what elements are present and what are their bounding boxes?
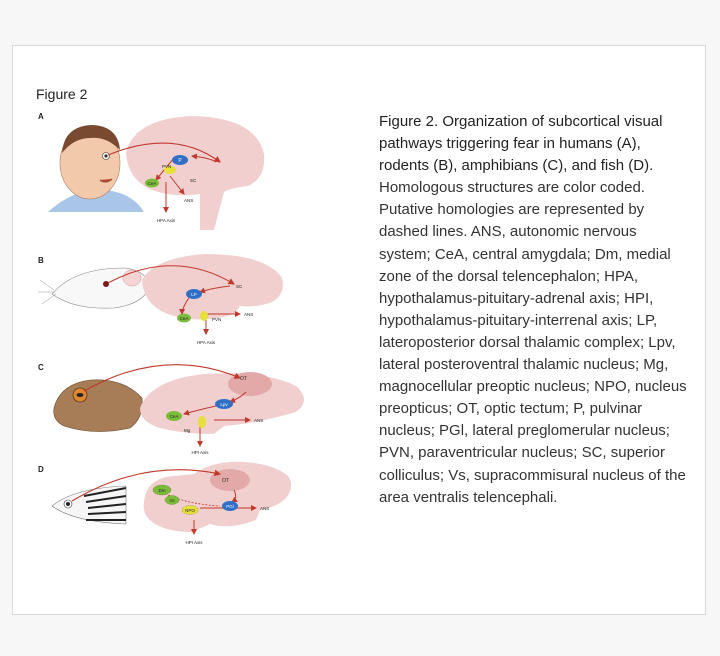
axis-label: HPA Axis [197, 340, 216, 345]
panel-letter: B [38, 256, 44, 265]
lp-nucleus [186, 289, 202, 299]
lp-label: LP [191, 292, 197, 297]
pvn-nucleus [164, 166, 176, 174]
human-brain [126, 116, 265, 230]
ot-to-lpv-path [229, 391, 247, 403]
ans-label: ANS [260, 506, 269, 511]
retina-to-sc-path [107, 142, 221, 163]
lpv-nucleus [215, 399, 233, 409]
cea-nucleus [145, 178, 159, 188]
dm-label: Dm [159, 488, 166, 493]
panel-letter: A [38, 112, 44, 121]
ot-label: OT [240, 376, 247, 382]
caption-body: Homologous structures are color coded. P… [379, 179, 687, 506]
mg-nucleus [198, 416, 206, 428]
pgl-nucleus [222, 501, 238, 511]
cea-label: CeA [148, 181, 157, 186]
p-nucleus [172, 155, 188, 165]
sc-to-lp-path [199, 285, 231, 294]
figure-card [12, 45, 706, 615]
human-pupil [104, 154, 108, 158]
cea-label: CeA [180, 316, 189, 321]
cea-label: CeA [170, 414, 179, 419]
sc-label: SC [190, 178, 197, 183]
fish-pupil [66, 502, 70, 506]
human-mouth [99, 178, 113, 183]
panel-c: C OT Lpv CeA Mg ANS HPI Axis [38, 363, 304, 455]
rodent-brain [142, 254, 283, 320]
retina-to-sc-path [107, 265, 235, 285]
lp-to-cea-path [179, 295, 191, 315]
fish-stripes [83, 487, 127, 521]
pvn-label: PVN [162, 164, 171, 169]
ans-label: ANS [184, 198, 193, 203]
human-hair [62, 125, 120, 153]
npo-label: NPO [185, 508, 195, 513]
vs-label: Vs [169, 498, 175, 503]
figure-caption: Figure 2. Organization of subcortical vi… [379, 111, 691, 509]
retina-to-ot-path [83, 364, 242, 392]
caption-title: Figure 2. Organization of subcortical vi… [379, 113, 663, 175]
ans-label: ANS [254, 418, 263, 423]
cea-nucleus [166, 411, 182, 421]
frog-pupil [76, 393, 84, 397]
frog-head [53, 379, 143, 432]
cea-nucleus [177, 313, 191, 323]
sc-to-p-path [191, 153, 217, 163]
figure-label: Figure 2 [36, 86, 88, 102]
figure-illustration: A P PVN SC CeA ANS HPA Axis B [38, 112, 304, 545]
fish-brain [143, 461, 292, 532]
axis-label: HPA Axis [157, 218, 176, 223]
ot-to-pgl-path [231, 489, 238, 503]
ot-label: OT [222, 478, 229, 484]
ans-label: ANS [244, 312, 253, 317]
panel-letter: C [38, 363, 44, 372]
sc-label: SC [236, 284, 243, 289]
pvn-label: PVN [212, 317, 221, 322]
p-label: P [178, 158, 182, 164]
panel-d: D Dm Vs NPO OT PGl ANS HPI Axis [38, 461, 292, 545]
lpv-label: Lpv [220, 402, 228, 407]
rodent-eye [103, 281, 109, 287]
rodent-whiskers [38, 279, 57, 305]
ot-region [210, 469, 250, 491]
panel-letter: D [38, 465, 44, 474]
mg-label: Mg [184, 428, 191, 433]
dm-nucleus [152, 484, 172, 496]
to-ans-path [169, 175, 185, 195]
lpv-to-cea-path [183, 405, 217, 416]
pvn-nucleus [200, 311, 208, 321]
panel-b: B SC LP CeA PVN ANS HPA Axis [38, 254, 283, 345]
axis-label: HPI Axis [191, 450, 209, 455]
pgl-label: PGl [226, 504, 234, 509]
npo-nucleus [181, 505, 199, 515]
vs-nucleus [164, 495, 180, 505]
panel-a: A P PVN SC CeA ANS HPA Axis [38, 112, 265, 230]
human-shoulders [48, 189, 144, 212]
retina-to-ot-path [71, 469, 222, 502]
axis-label: HPI Axis [185, 540, 203, 545]
